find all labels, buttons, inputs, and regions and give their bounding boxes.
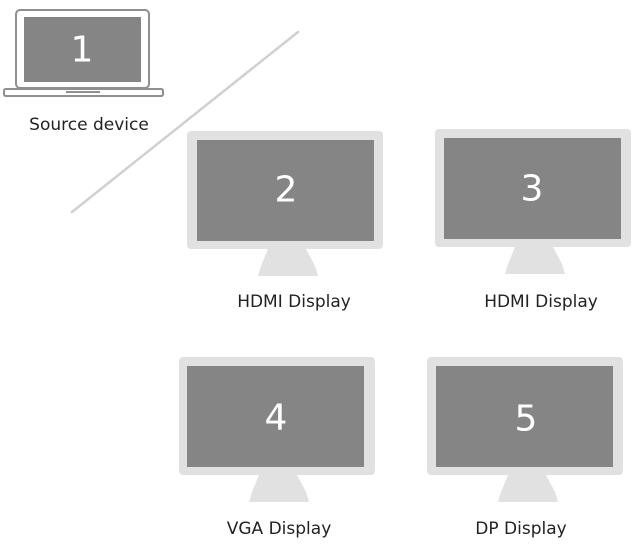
display-caption: VGA Display [226,519,332,539]
laptop-screen [24,17,141,82]
monitor-icon: 2 [187,131,383,276]
source-number: 1 [71,30,94,71]
source-caption: Source device [29,115,149,135]
display-number: 5 [515,399,538,440]
display-number: 2 [275,170,298,211]
display-caption: HDMI Display [484,292,598,312]
monitor-screen [187,366,364,467]
laptop-trackpad-notch [66,91,100,93]
monitor-icon: 4 [179,357,375,502]
diagonal-divider [70,30,300,214]
laptop-icon: 1 [3,9,164,97]
monitor-icon: 3 [435,129,631,274]
monitor-stand [258,249,318,276]
display-number: 3 [521,169,544,210]
display-number: 4 [265,398,288,439]
display-caption: HDMI Display [237,292,351,312]
monitor-screen [444,138,621,239]
monitor-screen [436,366,613,467]
display-caption: DP Display [475,519,567,539]
monitor-stand [249,475,309,502]
monitor-screen [197,140,374,241]
monitor-stand [505,247,565,274]
monitor-stand [498,475,558,502]
monitor-icon: 5 [427,357,623,502]
